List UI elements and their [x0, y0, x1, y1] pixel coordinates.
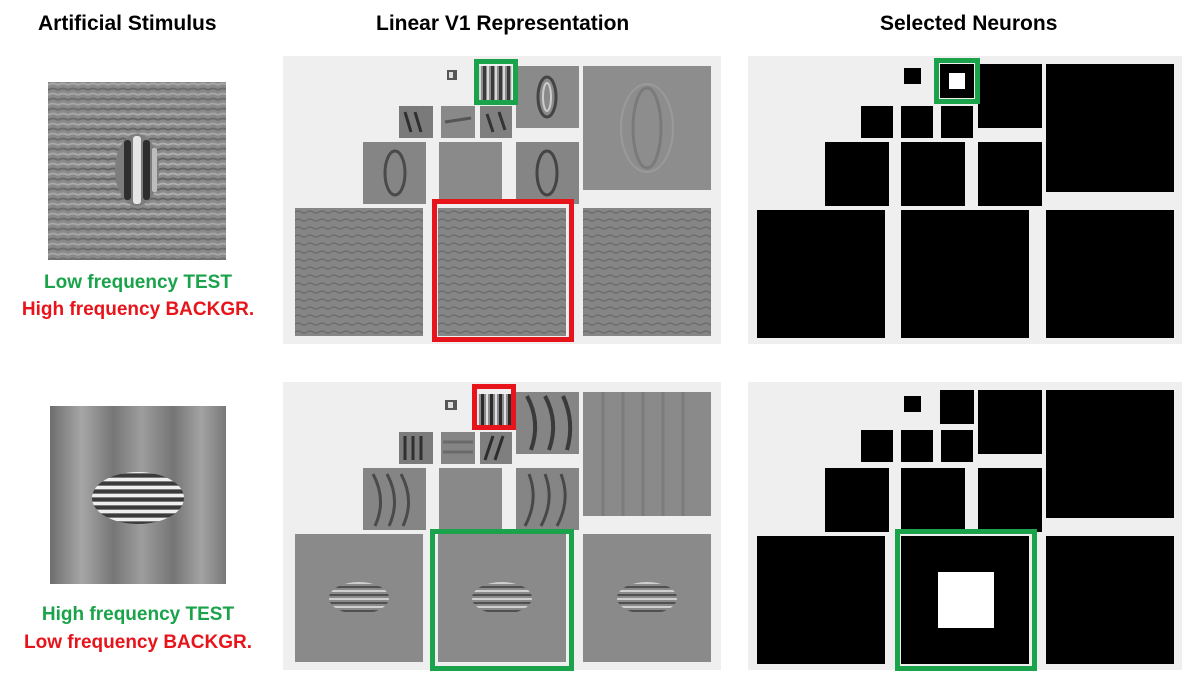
v1-highlight-small-1 — [474, 59, 518, 105]
stimulus-image-1 — [48, 82, 226, 260]
v1-panel-2 — [283, 382, 721, 670]
v1-highlight-large-2 — [430, 529, 574, 671]
column-title-stimulus: Artificial Stimulus — [38, 12, 217, 35]
column-title-v1: Linear V1 Representation — [376, 12, 630, 35]
neurons-panel-2 — [748, 382, 1182, 670]
neurons-panel-1 — [748, 56, 1182, 344]
neurons-highlight-2 — [895, 529, 1037, 671]
background-label-2: Low frequency BACKGR. — [23, 632, 253, 653]
column-title-neurons: Selected Neurons — [880, 12, 1058, 35]
v1-highlight-large-1 — [432, 199, 574, 342]
stimulus-image-2 — [50, 406, 226, 584]
neurons-highlight-1 — [934, 58, 980, 104]
test-label-2: High frequency TEST — [41, 604, 235, 625]
background-label-1: High frequency BACKGR. — [21, 299, 255, 320]
test-label-1: Low frequency TEST — [44, 272, 232, 293]
v1-highlight-small-2 — [472, 384, 516, 430]
